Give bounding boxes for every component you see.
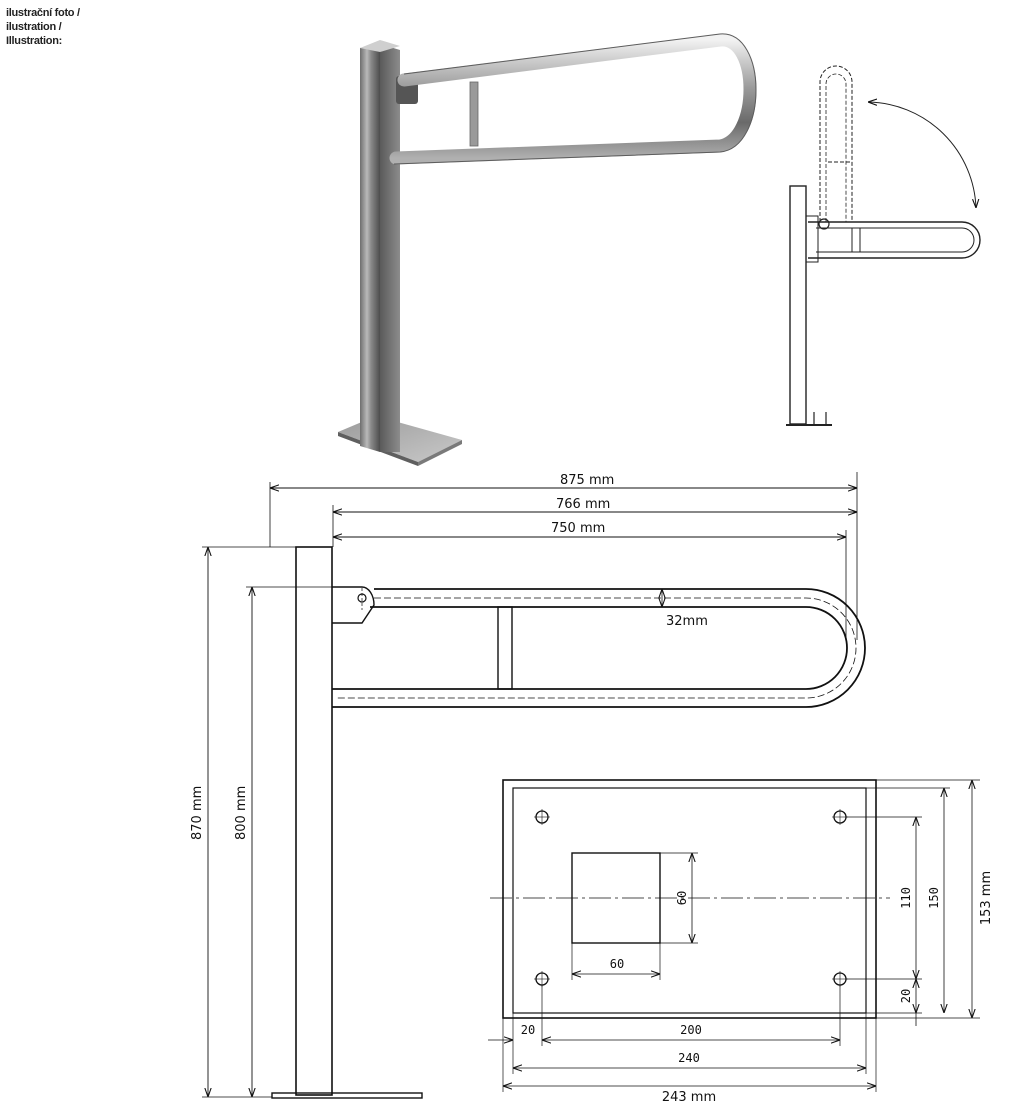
- caption-line-cz: ilustrační foto /: [6, 7, 80, 19]
- caption-line-de: Illustration:: [6, 35, 62, 47]
- post-outline: [295, 546, 333, 1096]
- label-240: 240: [678, 1051, 700, 1065]
- sketch-rail-up: [819, 65, 853, 222]
- photo-rail-outline: [393, 33, 757, 165]
- label-20h: 20: [521, 1023, 535, 1037]
- label-870: 870 mm: [190, 786, 205, 840]
- rail-inner: [332, 606, 848, 690]
- fold-sketch: [786, 65, 981, 426]
- sketch-hinge: [818, 218, 830, 230]
- label-150: 150: [927, 887, 941, 909]
- label-875: 875 mm: [560, 473, 614, 488]
- illustration-caption: ilustrační foto / ilustration / Illustra…: [6, 6, 126, 48]
- base-plate-drawing: [488, 779, 980, 1092]
- label-socket-60h: 60: [610, 957, 624, 971]
- label-153: 153 mm: [979, 871, 994, 925]
- label-243: 243 mm: [662, 1090, 716, 1104]
- label-20v: 20: [899, 989, 913, 1003]
- photo-post-top: [360, 40, 400, 52]
- label-socket-60v: 60: [675, 891, 689, 905]
- base-plate-profile: [271, 1092, 423, 1099]
- label-32mm: 32mm: [666, 614, 708, 629]
- photo-post-side: [380, 44, 400, 452]
- label-800: 800 mm: [234, 786, 249, 840]
- rail-bracket: [332, 586, 375, 624]
- side-view-drawing: [202, 472, 866, 1099]
- label-200: 200: [680, 1023, 702, 1037]
- plate-outer: [502, 779, 877, 1019]
- rail-outer: [332, 588, 866, 708]
- photo-rail-top: [389, 33, 757, 165]
- photo-base-plate-edge-right: [418, 440, 462, 466]
- sketch-rail-down: [808, 221, 981, 259]
- photo-post-front: [360, 44, 380, 452]
- sketch-rotation-arrow: [868, 102, 976, 208]
- photo-rail-support: [469, 81, 479, 147]
- label-110: 110: [899, 887, 913, 909]
- label-750: 750 mm: [551, 521, 605, 536]
- caption-line-sk: ilustration /: [6, 21, 62, 33]
- plate-inner: [512, 787, 867, 1014]
- sketch-rail-up-inner: [825, 73, 847, 222]
- rail-centerline: [336, 597, 857, 699]
- sketch-rail-support: [851, 227, 861, 253]
- product-photo: [338, 33, 757, 466]
- sketch-rail-down-inner: [816, 227, 975, 253]
- rail-support: [497, 606, 513, 690]
- sketch-post: [789, 185, 807, 425]
- label-766: 766 mm: [556, 497, 610, 512]
- sketch-bracket: [805, 215, 819, 263]
